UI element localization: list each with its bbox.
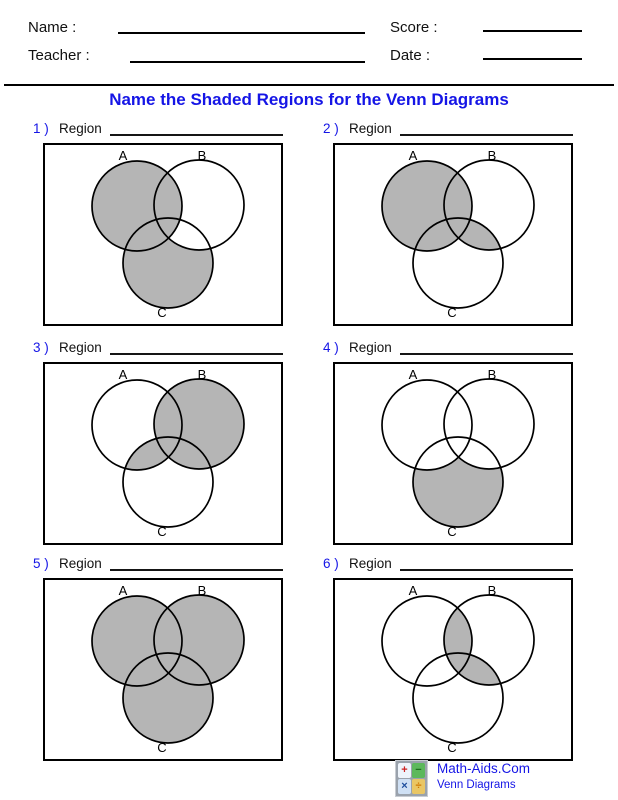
math-aids-logo-icon: + − × ÷ <box>395 760 428 797</box>
region-label: Region <box>349 340 392 355</box>
panel-number: 5 ) <box>33 556 49 571</box>
set-label-b: B <box>198 148 207 163</box>
set-label-c: C <box>447 305 456 320</box>
divide-icon: ÷ <box>412 779 425 794</box>
name-label: Name : <box>28 19 77 36</box>
region-answer-blank[interactable] <box>399 557 573 571</box>
set-label-b: B <box>488 367 497 382</box>
region-answer-blank[interactable] <box>399 341 573 355</box>
venn-diagram: A B C <box>381 148 535 320</box>
venn-diagram: A B C <box>91 583 245 755</box>
region-label: Region <box>59 340 102 355</box>
venn-panel-3: 3 ) Region A B C <box>33 340 283 545</box>
shaded-region <box>123 653 213 743</box>
venn-box: A B C <box>333 362 573 545</box>
circle-a <box>91 160 183 252</box>
set-label-c: C <box>157 740 166 755</box>
venn-box: A B C <box>43 143 283 326</box>
venn-panel-5: 5 ) Region A B C <box>33 556 283 761</box>
venn-box: A B C <box>43 362 283 545</box>
circle-c <box>122 436 214 528</box>
circle-a <box>91 595 183 687</box>
set-label-a: A <box>409 367 418 382</box>
circle-c <box>122 652 214 744</box>
circle-a <box>381 379 473 471</box>
panel-number: 2 ) <box>323 121 339 136</box>
date-blank-line[interactable] <box>483 58 582 60</box>
circle-a <box>381 160 473 252</box>
set-label-a: A <box>119 148 128 163</box>
set-label-a: A <box>119 583 128 598</box>
circle-b <box>443 594 535 686</box>
venn-panel-6: 6 ) Region A B C <box>323 556 573 761</box>
panel-number: 1 ) <box>33 121 49 136</box>
circle-b <box>153 159 245 251</box>
venn-panel-4: 4 ) Region A B C <box>323 340 573 545</box>
set-label-a: A <box>409 148 418 163</box>
plus-icon: + <box>398 763 411 778</box>
venn-diagram: A B C <box>91 367 245 539</box>
region-answer-blank[interactable] <box>109 122 283 136</box>
venn-box: A B C <box>43 578 283 761</box>
venn-panel-2: 2 ) Region A B C <box>323 121 573 326</box>
panel-number: 3 ) <box>33 340 49 355</box>
header-divider <box>4 84 614 86</box>
set-label-c: C <box>447 524 456 539</box>
circle-b <box>443 378 535 470</box>
venn-box: A B C <box>333 143 573 326</box>
set-label-a: A <box>409 583 418 598</box>
region-label: Region <box>349 556 392 571</box>
set-label-b: B <box>488 148 497 163</box>
score-blank-line[interactable] <box>483 30 582 32</box>
set-label-b: B <box>198 367 207 382</box>
set-label-b: B <box>198 583 207 598</box>
venn-panel-1: 1 ) Region A B C <box>33 121 283 326</box>
panel-number: 6 ) <box>323 556 339 571</box>
shaded-region <box>444 653 503 685</box>
score-label: Score : <box>390 19 438 36</box>
circle-a <box>91 379 183 471</box>
date-label: Date : <box>390 47 431 64</box>
region-label: Region <box>59 556 102 571</box>
circle-b <box>153 378 245 470</box>
circle-c <box>412 217 504 309</box>
teacher-label: Teacher : <box>28 47 90 64</box>
set-label-a: A <box>119 367 128 382</box>
panel-number: 4 ) <box>323 340 339 355</box>
name-blank-line[interactable] <box>118 32 365 34</box>
region-answer-blank[interactable] <box>109 341 283 355</box>
site-link[interactable]: Math-Aids.Com <box>437 761 531 776</box>
circle-b <box>153 594 245 686</box>
shaded-region <box>444 218 503 250</box>
region-answer-blank[interactable] <box>399 122 573 136</box>
worksheet-name: Venn Diagrams <box>437 779 516 791</box>
venn-box: A B C <box>333 578 573 761</box>
page-title: Name the Shaded Regions for the Venn Dia… <box>109 90 509 109</box>
teacher-blank-line[interactable] <box>130 61 365 63</box>
set-label-c: C <box>157 524 166 539</box>
region-label: Region <box>59 121 102 136</box>
times-icon: × <box>398 779 411 794</box>
venn-diagram: A B C <box>91 148 245 320</box>
set-label-b: B <box>488 583 497 598</box>
venn-diagram: A B C <box>381 367 535 539</box>
circle-c <box>122 217 214 309</box>
shaded-region <box>123 437 182 470</box>
set-label-c: C <box>447 740 456 755</box>
minus-icon: − <box>412 763 425 778</box>
circle-c <box>412 436 504 528</box>
venn-diagram: A B C <box>381 583 535 755</box>
region-label: Region <box>349 121 392 136</box>
circle-a <box>381 595 473 687</box>
region-answer-blank[interactable] <box>109 557 283 571</box>
circle-c <box>412 652 504 744</box>
circle-b <box>443 159 535 251</box>
set-label-c: C <box>157 305 166 320</box>
